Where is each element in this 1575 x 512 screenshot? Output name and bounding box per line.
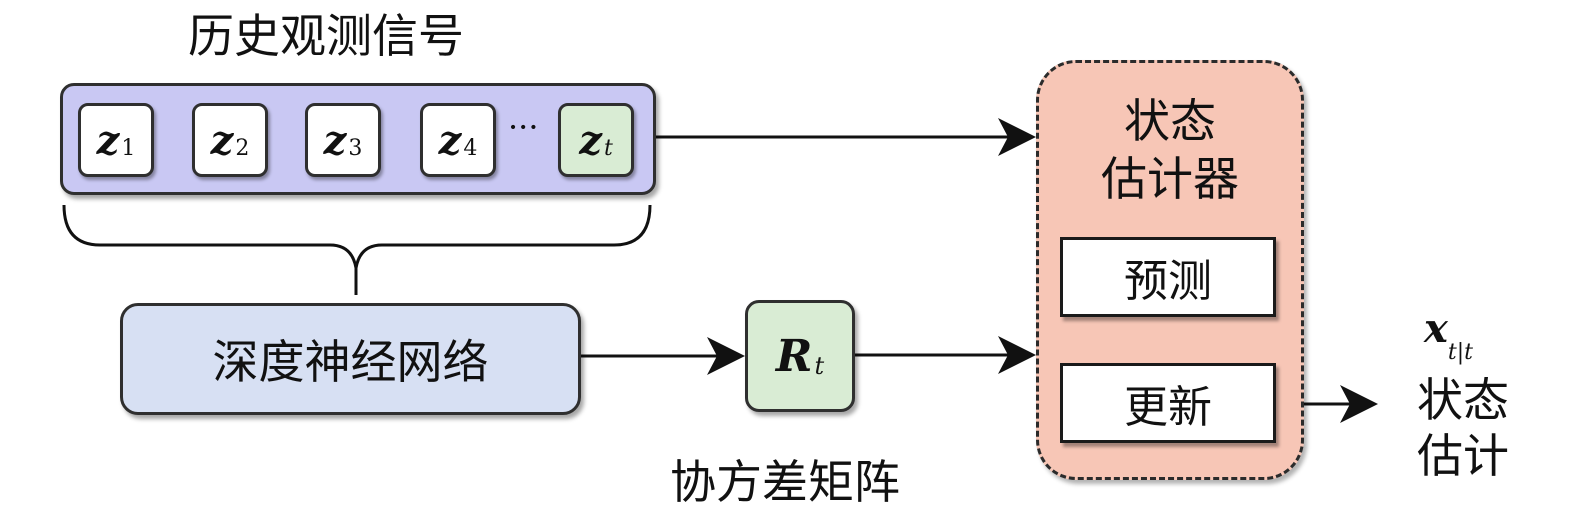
obs-symbol: z: [579, 116, 602, 164]
output-symbol-main: x: [1424, 305, 1448, 352]
obs-subscript: 4: [463, 135, 478, 161]
update-label: 更新: [1124, 382, 1212, 433]
covariance-label: 协方差矩阵: [670, 455, 900, 509]
output-label-line1: 状态: [1417, 373, 1509, 427]
obs-symbol: z: [438, 116, 462, 164]
arrowhead-output: [1340, 385, 1378, 423]
deep-neural-network-box: 深度神经网络: [120, 303, 581, 415]
obs-symbol: z: [210, 116, 234, 164]
network-label: 深度神经网络: [212, 335, 489, 389]
estimator-title-line2: 估计器: [1101, 152, 1239, 206]
estimator-title-line1: 状态: [1124, 94, 1216, 148]
covariance-symbol: R: [775, 330, 813, 382]
covariance-subscript: t: [814, 352, 825, 380]
output-symbol: xt|t: [1424, 305, 1473, 365]
output-label-line2: 估计: [1417, 429, 1509, 483]
estimator-title: 状态 估计器: [1036, 92, 1304, 208]
arrowhead-estimator: [998, 336, 1036, 374]
arrowhead-rt: [707, 337, 745, 375]
predict-label: 预测: [1124, 256, 1212, 307]
update-step-box: 更新: [1060, 363, 1276, 443]
observation-brace: [62, 204, 652, 295]
obs-symbol: z: [96, 116, 120, 164]
obs-subscript: 1: [121, 135, 136, 161]
obs-symbol: z: [323, 116, 347, 164]
ellipsis: ···: [508, 108, 539, 146]
predict-step-box: 预测: [1060, 237, 1276, 317]
output-subscript: t|t: [1447, 340, 1473, 365]
history-observation-label: 历史观测信号: [188, 9, 464, 63]
output-label: 状态 估计: [1408, 372, 1518, 484]
arrowhead-zt: [998, 118, 1036, 156]
obs-subscript: 2: [235, 135, 250, 161]
obs-subscript: t: [603, 135, 613, 161]
obs-subscript: 3: [348, 135, 363, 161]
